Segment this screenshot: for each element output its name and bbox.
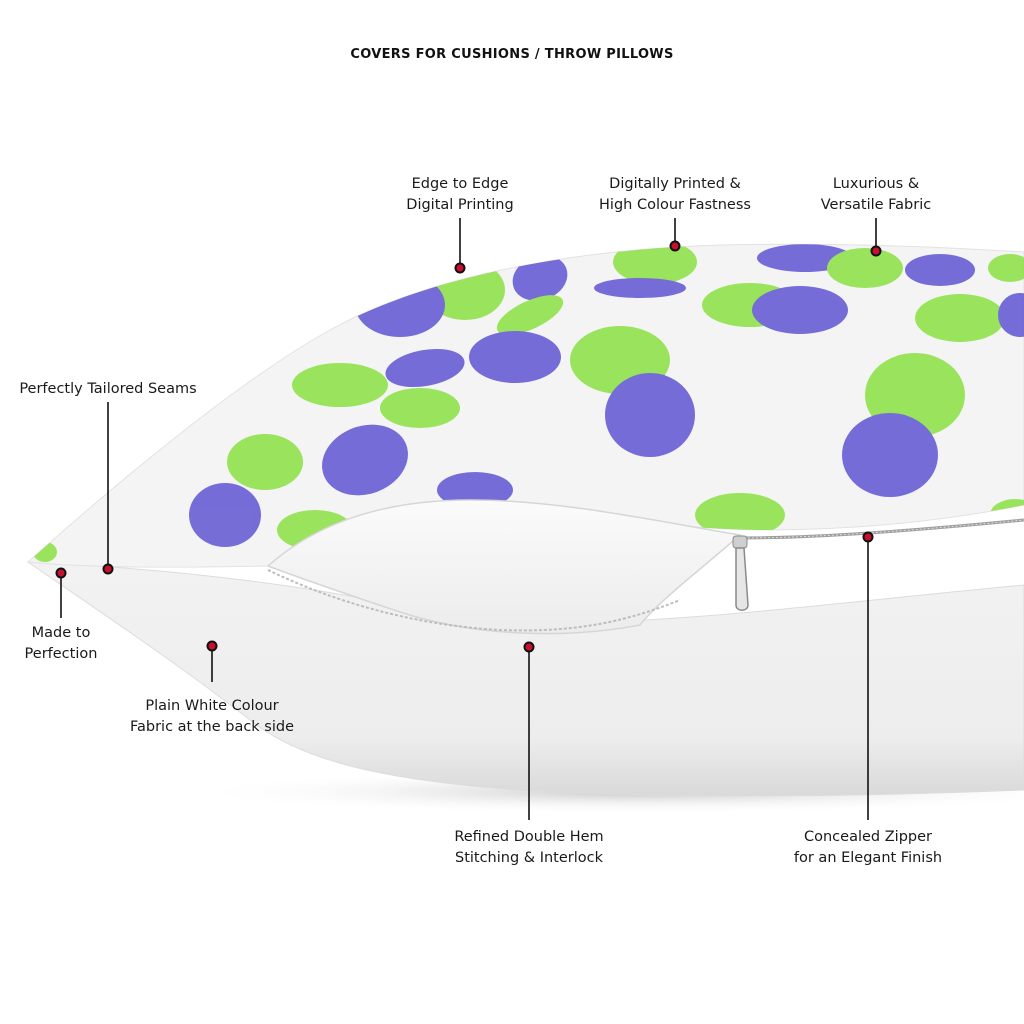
callout-line: Perfectly Tailored Seams xyxy=(19,381,197,397)
callout-line: Versatile Fabric xyxy=(820,197,932,213)
callout-line: Refined Double Hem xyxy=(454,829,604,845)
callout-line: Concealed Zipper xyxy=(804,829,932,845)
callout-line: Luxurious & xyxy=(832,176,920,192)
callout-line: Edge to Edge xyxy=(411,176,509,192)
callout-line: Fabric at the back side xyxy=(129,719,295,735)
inner-pocket xyxy=(266,499,742,635)
callout-tailored-seams: Perfectly Tailored Seams xyxy=(6,379,210,400)
callout-double-hem: Refined Double Hem Stitching & Interlock xyxy=(434,827,624,869)
callout-line: Digital Printing xyxy=(406,197,514,213)
callout-made-to-perfection: Made to Perfection xyxy=(14,623,108,665)
callout-luxurious: Luxurious & Versatile Fabric xyxy=(796,174,956,216)
page-title: COVERS FOR CUSHIONS / THROW PILLOWS xyxy=(350,47,674,62)
polka-dot-print xyxy=(33,244,1024,562)
callout-line: Made to xyxy=(31,625,91,641)
hem-stitch-line xyxy=(267,569,681,632)
callout-digitally-printed: Digitally Printed & High Colour Fastness xyxy=(575,174,775,216)
callout-plain-white-back: Plain White Colour Fabric at the back si… xyxy=(110,696,314,738)
callout-edge-to-edge: Edge to Edge Digital Printing xyxy=(370,174,550,216)
callout-line: Digitally Printed & xyxy=(609,176,741,192)
zipper-pull-icon xyxy=(732,535,749,611)
callout-line: for an Elegant Finish xyxy=(793,850,943,866)
callout-line: Perfection xyxy=(24,646,98,662)
callout-concealed-zipper: Concealed Zipper for an Elegant Finish xyxy=(774,827,962,869)
callout-markers xyxy=(55,240,882,653)
callout-line: High Colour Fastness xyxy=(599,197,751,213)
callout-line: Plain White Colour xyxy=(145,698,279,714)
leader-lines xyxy=(60,218,877,820)
callout-line: Stitching & Interlock xyxy=(454,850,604,866)
